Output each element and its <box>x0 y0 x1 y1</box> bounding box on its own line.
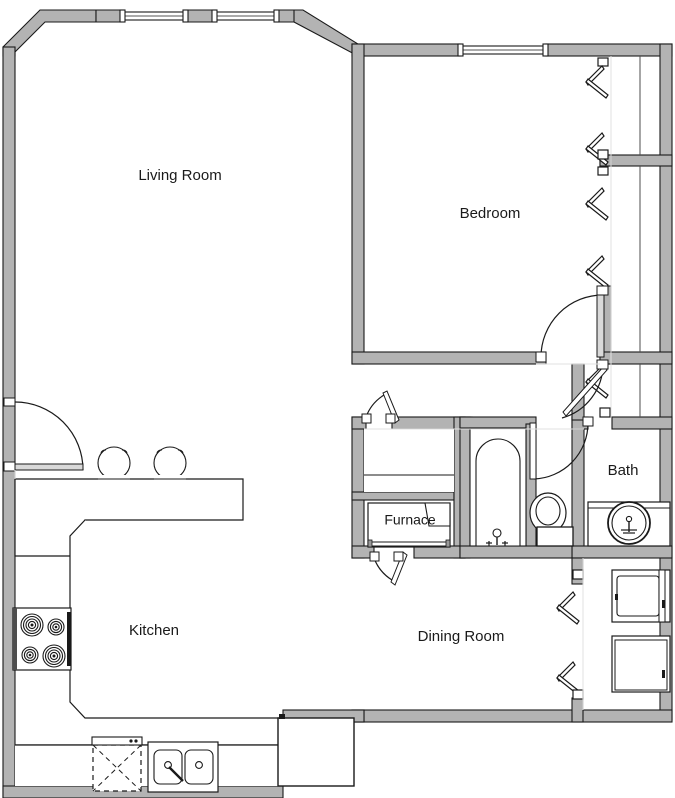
wall-exterior-top-left-angle <box>2 9 97 57</box>
wall-bath-bottom <box>571 545 673 559</box>
vanity-sink <box>587 501 671 547</box>
wall-dining-bottom <box>351 709 673 723</box>
wall-exterior-bottom-kitchen <box>2 785 284 798</box>
walls <box>2 9 673 798</box>
wall-exterior-top-right-angle <box>293 9 359 57</box>
wall-exterior-top-segment-b <box>185 9 215 23</box>
bifold-bedroom-closet-upper[interactable] <box>585 57 609 99</box>
swing-doors[interactable] <box>3 285 609 586</box>
wall-exterior-left <box>2 46 16 798</box>
door-entry[interactable] <box>3 397 84 472</box>
laundry-fixtures <box>611 569 671 693</box>
window-living-right <box>211 9 280 23</box>
counter-block-right <box>277 714 355 787</box>
window-living-left <box>119 9 189 23</box>
dishwasher <box>91 736 143 792</box>
label-living-room: Living Room <box>138 167 221 184</box>
door-bedroom[interactable] <box>535 285 609 363</box>
wall-utility-bottom-b <box>413 545 466 559</box>
wall-bedroom-bottom <box>351 351 547 365</box>
dryer <box>611 569 671 623</box>
label-kitchen: Kitchen <box>129 622 179 639</box>
windows <box>119 9 549 57</box>
door-bath[interactable] <box>529 416 594 480</box>
label-dining-room: Dining Room <box>418 628 505 645</box>
wall-laundry-left-lower <box>571 697 584 723</box>
bifold-bedroom-closet-lower[interactable] <box>585 166 609 221</box>
bifold-bedroom-closet-upper-2[interactable] <box>585 132 609 166</box>
threshold-lines <box>14 56 612 710</box>
label-bath: Bath <box>608 462 639 479</box>
bar-stool-2 <box>153 446 187 480</box>
wall-utility-mid-horizontal <box>351 491 455 501</box>
bifold-laundry-upper[interactable] <box>556 569 584 625</box>
wall-bath-top-strip-right <box>611 416 673 430</box>
bifold-hall-closet[interactable] <box>585 255 609 289</box>
wall-bath-top <box>599 351 673 365</box>
utility-fixtures <box>364 428 454 548</box>
wall-bedroom-top-a <box>351 43 461 57</box>
washer <box>611 635 671 693</box>
wall-exterior-top-segment-a <box>95 9 123 23</box>
window-bedroom <box>457 43 549 57</box>
wall-bath-left <box>571 416 585 553</box>
bath-fixtures <box>469 427 671 547</box>
furnace-unit <box>367 502 451 548</box>
room-labels: Living Room Bedroom Bath Kitchen Dining … <box>129 167 638 645</box>
stove-range <box>12 607 72 671</box>
wall-bedroom-top-b <box>545 43 673 57</box>
linen-closet <box>364 428 454 492</box>
wall-utility-left <box>351 416 365 559</box>
wall-tub-top <box>459 416 537 429</box>
bathtub <box>469 427 527 547</box>
counter-left-leg <box>69 519 283 719</box>
label-bedroom: Bedroom <box>460 205 521 222</box>
counter-peninsula <box>14 478 244 557</box>
kitchen-sink <box>147 741 219 793</box>
door-linen-closet[interactable] <box>361 390 400 424</box>
wall-tub-bottom <box>459 545 573 559</box>
kitchen-fixtures <box>12 446 355 793</box>
wall-bedroom-left <box>351 43 365 365</box>
toilet <box>529 492 574 547</box>
wall-tub-left <box>459 416 471 559</box>
door-furnace[interactable] <box>369 551 408 586</box>
bar-stool-1 <box>97 446 131 480</box>
bifold-laundry-lower[interactable] <box>556 661 584 700</box>
label-furnace: Furnace <box>384 512 436 528</box>
